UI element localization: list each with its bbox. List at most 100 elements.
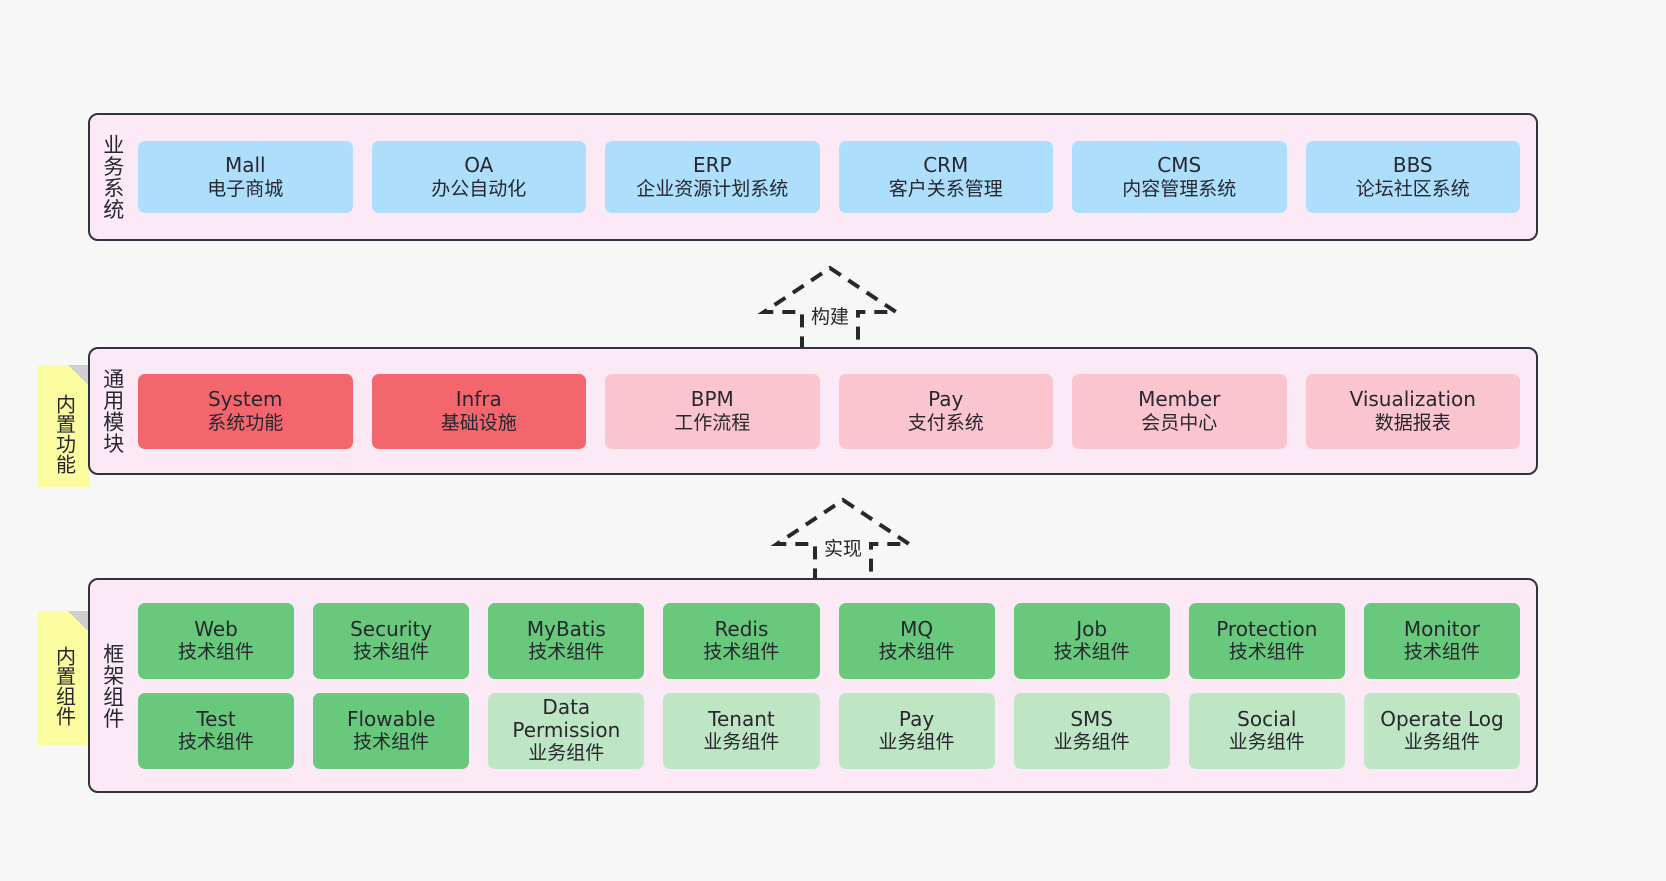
sticky-note-builtin-components: 内置组件 — [38, 611, 90, 745]
card-title: Protection — [1216, 616, 1318, 641]
card-title: Data Permission — [512, 694, 621, 742]
card-title: CRM — [923, 153, 969, 178]
card-subtitle: 会员中心 — [1141, 411, 1218, 434]
card-subtitle: 业务组件 — [1053, 731, 1130, 754]
arrow-implement: 实现 — [768, 494, 918, 590]
card-system[interactable]: System 系统功能 — [138, 373, 353, 449]
card-pay[interactable]: Pay 支付系统 — [838, 373, 1053, 449]
arrow-build: 构建 — [755, 262, 905, 358]
band-body-business-systems: Mall 电子商城 OA 办公自动化 ERP 企业资源计划系统 CRM 客户关系… — [134, 115, 1536, 239]
card-row-biz: Test 技术组件 Flowable 技术组件 Data Permission … — [138, 692, 1520, 769]
card-infra[interactable]: Infra 基础设施 — [371, 373, 586, 449]
card-subtitle: 业务组件 — [528, 742, 605, 765]
card-title: Security — [350, 616, 433, 641]
card-redis[interactable]: Redis 技术组件 — [663, 602, 820, 679]
card-data-permission[interactable]: Data Permission 业务组件 — [488, 692, 645, 769]
band-label-framework-components: 框架组件 — [100, 642, 125, 729]
card-subtitle: 业务组件 — [703, 731, 780, 754]
card-title: Pay — [898, 706, 935, 731]
card-subtitle: 论坛社区系统 — [1355, 177, 1470, 200]
card-title: MyBatis — [526, 616, 606, 641]
card-security[interactable]: Security 技术组件 — [313, 602, 470, 679]
card-mall[interactable]: Mall 电子商城 — [138, 141, 353, 213]
card-subtitle: 数据报表 — [1374, 411, 1451, 434]
card-title: SMS — [1070, 706, 1114, 731]
card-title: Operate Log — [1380, 706, 1504, 731]
card-web[interactable]: Web 技术组件 — [138, 602, 295, 679]
card-subtitle: 技术组件 — [1053, 641, 1130, 664]
card-subtitle: 技术组件 — [703, 641, 780, 664]
card-title: Social — [1237, 706, 1297, 731]
card-subtitle: 企业资源计划系统 — [636, 177, 789, 200]
card-flowable[interactable]: Flowable 技术组件 — [313, 692, 470, 769]
card-social[interactable]: Social 业务组件 — [1188, 692, 1345, 769]
card-tenant[interactable]: Tenant 业务组件 — [663, 692, 820, 769]
card-row-tech: Web 技术组件 Security 技术组件 MyBatis 技术组件 Redi… — [138, 602, 1520, 679]
card-subtitle: 技术组件 — [178, 641, 255, 664]
band-label-business-systems: 业务系统 — [100, 134, 125, 220]
card-mq[interactable]: MQ 技术组件 — [838, 602, 995, 679]
band-body-framework-components: Web 技术组件 Security 技术组件 MyBatis 技术组件 Redi… — [134, 580, 1536, 791]
sticky-note-label: 内置组件 — [52, 646, 77, 726]
card-bbs[interactable]: BBS 论坛社区系统 — [1305, 141, 1520, 213]
card-subtitle: 业务组件 — [878, 731, 955, 754]
card-monitor[interactable]: Monitor 技术组件 — [1363, 602, 1520, 679]
card-subtitle: 办公自动化 — [431, 177, 527, 200]
card-pay-component[interactable]: Pay 业务组件 — [838, 692, 995, 769]
card-subtitle: 技术组件 — [1228, 641, 1305, 664]
card-mybatis[interactable]: MyBatis 技术组件 — [488, 602, 645, 679]
card-title: Member — [1138, 387, 1221, 412]
card-erp[interactable]: ERP 企业资源计划系统 — [605, 141, 820, 213]
card-visualization[interactable]: Visualization 数据报表 — [1305, 373, 1520, 449]
card-title: Web — [194, 616, 238, 641]
card-sms[interactable]: SMS 业务组件 — [1013, 692, 1170, 769]
card-title: Job — [1076, 616, 1108, 641]
card-subtitle: 技术组件 — [353, 641, 430, 664]
card-title: Test — [196, 706, 236, 731]
card-protection[interactable]: Protection 技术组件 — [1188, 602, 1345, 679]
card-title: BPM — [690, 387, 734, 412]
card-subtitle: 技术组件 — [178, 731, 255, 754]
sticky-note-label: 内置功能 — [52, 394, 77, 474]
card-title: BBS — [1392, 153, 1433, 178]
card-subtitle: 技术组件 — [878, 641, 955, 664]
card-title: Monitor — [1403, 616, 1480, 641]
card-title: Flowable — [346, 706, 436, 731]
card-subtitle: 技术组件 — [353, 731, 430, 754]
card-title: Tenant — [708, 706, 775, 731]
band-framework-components: 框架组件 Web 技术组件 Security 技术组件 MyBatis 技术组件… — [88, 578, 1538, 793]
card-operate-log[interactable]: Operate Log 业务组件 — [1363, 692, 1520, 769]
sticky-fold-corner-icon — [68, 611, 90, 633]
card-subtitle: 技术组件 — [528, 641, 605, 664]
card-crm[interactable]: CRM 客户关系管理 — [838, 141, 1053, 213]
card-oa[interactable]: OA 办公自动化 — [371, 141, 586, 213]
card-subtitle: 支付系统 — [907, 411, 984, 434]
card-subtitle: 基础设施 — [440, 411, 517, 434]
card-subtitle: 电子商城 — [207, 177, 284, 200]
card-subtitle: 技术组件 — [1403, 641, 1480, 664]
band-label-common-modules: 通用模块 — [100, 368, 125, 454]
card-row: System 系统功能 Infra 基础设施 BPM 工作流程 Pay 支付系统… — [138, 373, 1520, 449]
card-cms[interactable]: CMS 内容管理系统 — [1072, 141, 1287, 213]
card-subtitle: 内容管理系统 — [1122, 177, 1237, 200]
band-common-modules: 通用模块 System 系统功能 Infra 基础设施 BPM 工作流程 Pay… — [88, 347, 1538, 475]
card-subtitle: 业务组件 — [1228, 731, 1305, 754]
card-subtitle: 工作流程 — [674, 411, 751, 434]
card-title: System — [207, 387, 283, 412]
card-title: Visualization — [1349, 387, 1476, 412]
band-business-systems: 业务系统 Mall 电子商城 OA 办公自动化 ERP 企业资源计划系统 CRM… — [88, 113, 1538, 241]
band-body-common-modules: System 系统功能 Infra 基础设施 BPM 工作流程 Pay 支付系统… — [134, 349, 1536, 473]
card-title: OA — [464, 153, 494, 178]
card-member[interactable]: Member 会员中心 — [1072, 373, 1287, 449]
sticky-fold-corner-icon — [68, 365, 90, 387]
card-test[interactable]: Test 技术组件 — [138, 692, 295, 769]
card-title: CMS — [1157, 153, 1202, 178]
card-title: MQ — [900, 616, 934, 641]
card-job[interactable]: Job 技术组件 — [1013, 602, 1170, 679]
card-title: ERP — [692, 153, 732, 178]
arrow-label-build: 构建 — [810, 306, 849, 328]
sticky-note-builtin-features: 内置功能 — [38, 365, 90, 487]
arrow-label-implement: 实现 — [823, 538, 862, 560]
card-bpm[interactable]: BPM 工作流程 — [605, 373, 820, 449]
